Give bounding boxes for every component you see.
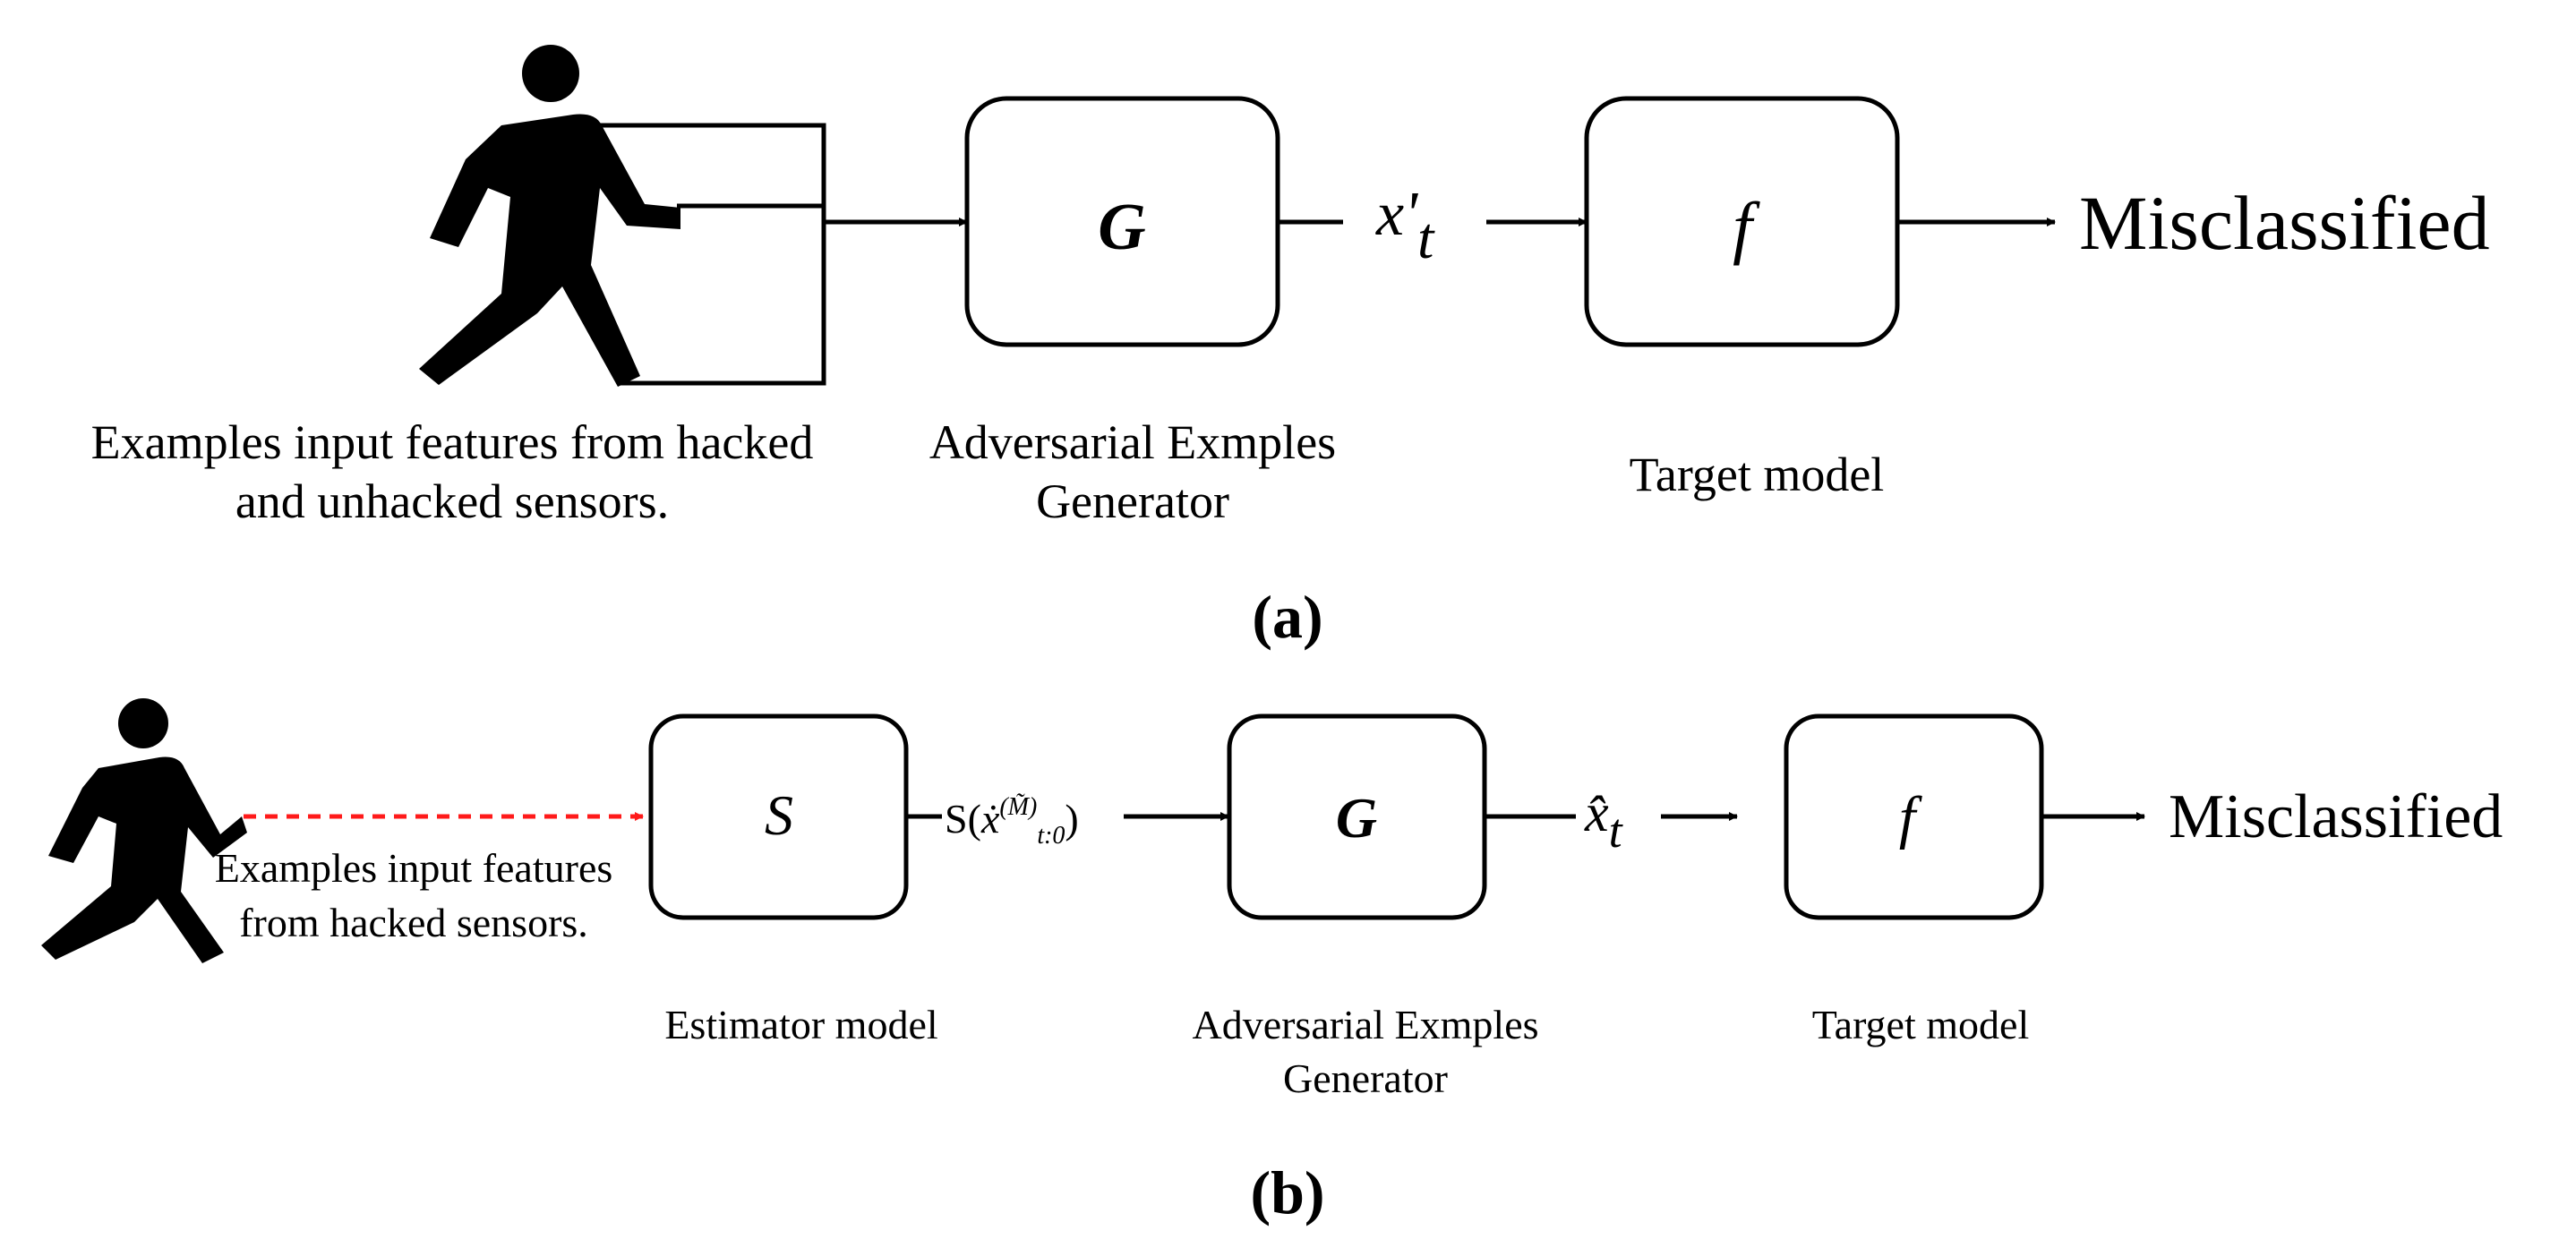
input-caption-a-line1: Examples input features from hacked	[91, 415, 814, 469]
edge1-label-pre: S(	[945, 796, 981, 842]
edge-label-a-sub: t	[1417, 206, 1435, 271]
output-label-a: Misclassified	[2079, 180, 2490, 266]
generator-caption-b-line2: Generator	[1283, 1055, 1448, 1101]
generator-symbol-a: G	[1098, 191, 1145, 264]
estimator-caption: Estimator model	[664, 1002, 937, 1047]
generator-caption-a-line1: Adversarial Exmples	[929, 415, 1336, 469]
edge-label-a: x't	[1375, 180, 1435, 271]
edge1-label: S(ẋ(M̃)t:0)	[945, 793, 1079, 850]
generator-caption-a-line2: Generator	[1036, 474, 1229, 528]
input-bracket	[555, 123, 826, 386]
panel-label-a: (a)	[1252, 583, 1322, 651]
walking-person-icon	[419, 45, 680, 387]
input-caption-b-line1: Examples input features	[215, 845, 613, 891]
target-caption-a: Target model	[1630, 448, 1885, 501]
input-caption-b-line2: from hacked sensors.	[239, 900, 588, 945]
edge1-label-post: )	[1065, 796, 1078, 842]
edge1-label-sup: (M̃)	[999, 793, 1037, 821]
edge2-label-sub: t	[1609, 804, 1624, 858]
edge1-label-sub: t:0	[1037, 822, 1065, 850]
edge-label-a-main: x'	[1375, 180, 1418, 249]
generator-caption-b-line1: Adversarial Exmples	[1192, 1002, 1538, 1047]
edge2-label-main: x̂	[1584, 783, 1609, 842]
output-label-b: Misclassified	[2169, 782, 2503, 851]
panel-b: Examples input features from hacked sens…	[41, 698, 2503, 1226]
estimator-symbol: S	[765, 783, 793, 847]
panel-label-b: (b)	[1250, 1158, 1324, 1226]
walking-person-icon	[41, 698, 247, 963]
edge2-label: x̂t	[1584, 783, 1624, 858]
generator-symbol-b: G	[1336, 786, 1377, 850]
edge1-label-x: ẋ	[980, 796, 1000, 842]
panel-a: Examples input features from hacked and …	[91, 45, 2490, 651]
target-caption-b: Target model	[1812, 1002, 2029, 1047]
input-caption-a-line2: and unhacked sensors.	[235, 474, 669, 528]
